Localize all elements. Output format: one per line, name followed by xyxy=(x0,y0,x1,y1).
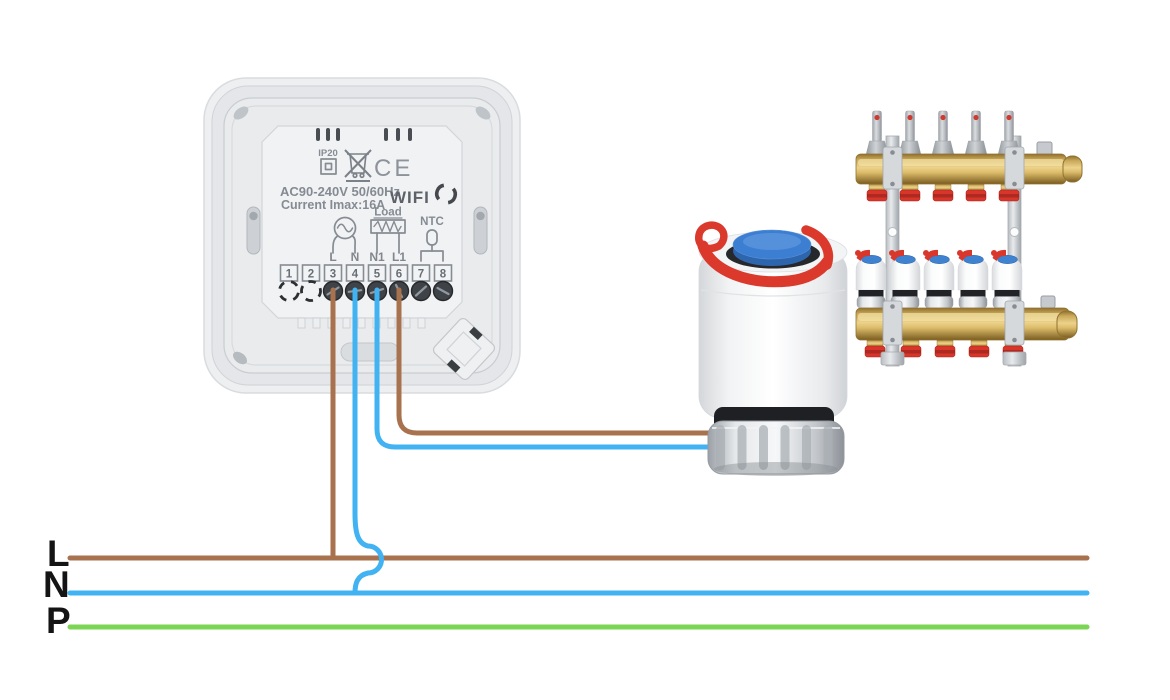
bus-labels: L N P xyxy=(43,533,71,641)
thermal-actuator xyxy=(695,221,848,476)
bus-label-l: L xyxy=(47,533,70,574)
terminal-number-1: 1 xyxy=(286,269,293,281)
terminal-number-8: 8 xyxy=(440,269,447,281)
terminal-letter-n: N xyxy=(351,250,360,264)
terminal-screws xyxy=(322,280,454,302)
ip-rating-label: IP20 xyxy=(318,148,338,159)
mini-actuator xyxy=(888,249,921,309)
heating-manifold xyxy=(854,110,1083,367)
wifi-label: WIFI xyxy=(390,188,430,207)
keyhole-slot-left xyxy=(246,206,261,255)
pipe-fitting xyxy=(965,183,987,202)
actuator-disc-highlight xyxy=(743,233,801,250)
actuator-red-clip xyxy=(695,221,833,288)
power-supply-icon xyxy=(332,216,357,254)
mini-actuator xyxy=(956,249,989,309)
bottom-slot xyxy=(340,342,400,362)
terminal-number-4: 4 xyxy=(352,269,359,281)
corner-hole-top-right xyxy=(475,106,491,120)
pipe-fitting xyxy=(934,339,956,358)
load-resistor-icon xyxy=(370,217,406,254)
flow-meter xyxy=(964,110,988,156)
manifold-vent-valve-bottom xyxy=(1040,295,1056,309)
weee-bin-icon xyxy=(344,149,372,182)
wire-n1-to-actuator xyxy=(374,287,725,450)
mini-actuators xyxy=(854,249,1023,309)
ce-mark: CE xyxy=(374,155,413,182)
ntc-label: NTC xyxy=(420,216,444,228)
bus-label-n: N xyxy=(43,564,70,605)
actuator-body xyxy=(698,249,848,419)
mounting-plate-ridge xyxy=(231,105,493,366)
flow-meter xyxy=(931,110,955,156)
flow-meter xyxy=(898,110,922,156)
terminal-number-2: 2 xyxy=(308,269,314,281)
manifold-vent-valve-top xyxy=(1036,141,1053,156)
terminal-number-7: 7 xyxy=(418,269,424,281)
wifi-sync-icon xyxy=(434,183,458,205)
terminal-letter-l1: L1 xyxy=(392,250,406,264)
wiring xyxy=(67,287,1090,630)
terminal-number-3: 3 xyxy=(330,269,336,281)
mini-actuator xyxy=(990,249,1023,309)
actuator-seam xyxy=(700,289,846,297)
wire-l1-to-actuator xyxy=(396,287,722,436)
power-rating-label: AC90-240V 50/60Hz xyxy=(280,184,400,199)
red-clip-hook xyxy=(695,221,728,253)
bottom-teeth xyxy=(297,317,426,329)
pipe-fitting xyxy=(968,339,990,358)
bracket-clamps xyxy=(880,146,1027,366)
mini-actuator xyxy=(854,249,887,309)
terminal-number-6: 6 xyxy=(396,269,402,281)
pipe-fitting xyxy=(932,183,954,202)
vent-slots xyxy=(316,128,412,141)
terminal-letter-n1: N1 xyxy=(369,250,385,264)
terminal-row: 1 2 3 4 5 6 7 8 xyxy=(279,264,453,282)
bracket-hole-right xyxy=(1009,227,1020,237)
load-label: Load xyxy=(374,207,401,219)
top-bar-end-cap xyxy=(1062,155,1083,183)
corner-hole-bottom-left xyxy=(232,351,248,365)
red-clip-band xyxy=(697,240,833,288)
bracket-hole-left xyxy=(887,227,898,237)
keyhole-slot-right xyxy=(473,206,488,255)
corner-hole-top-left xyxy=(233,106,249,120)
terminal-number-5: 5 xyxy=(374,269,381,281)
bottom-bar-end-cap xyxy=(1056,310,1078,339)
pipe-fitting xyxy=(899,183,921,202)
ntc-sensor-icon xyxy=(420,229,444,262)
fixing-wedge xyxy=(432,317,496,381)
bus-label-p: P xyxy=(46,600,71,641)
terminal-knockout-1 xyxy=(278,280,300,302)
terminal-knockout-2 xyxy=(300,280,322,302)
wire-n-terminal4 xyxy=(352,287,384,596)
ip20-icon xyxy=(320,158,337,175)
thermostat-back-plate: IP20 CE AC90-240V 50/60Hz Current Imax:1… xyxy=(203,77,521,394)
actuator-chrome-nut xyxy=(707,420,845,476)
terminal-letter-l: L xyxy=(329,250,336,264)
current-rating-label: Current Imax:16A xyxy=(281,198,385,212)
mini-actuator xyxy=(922,249,955,309)
